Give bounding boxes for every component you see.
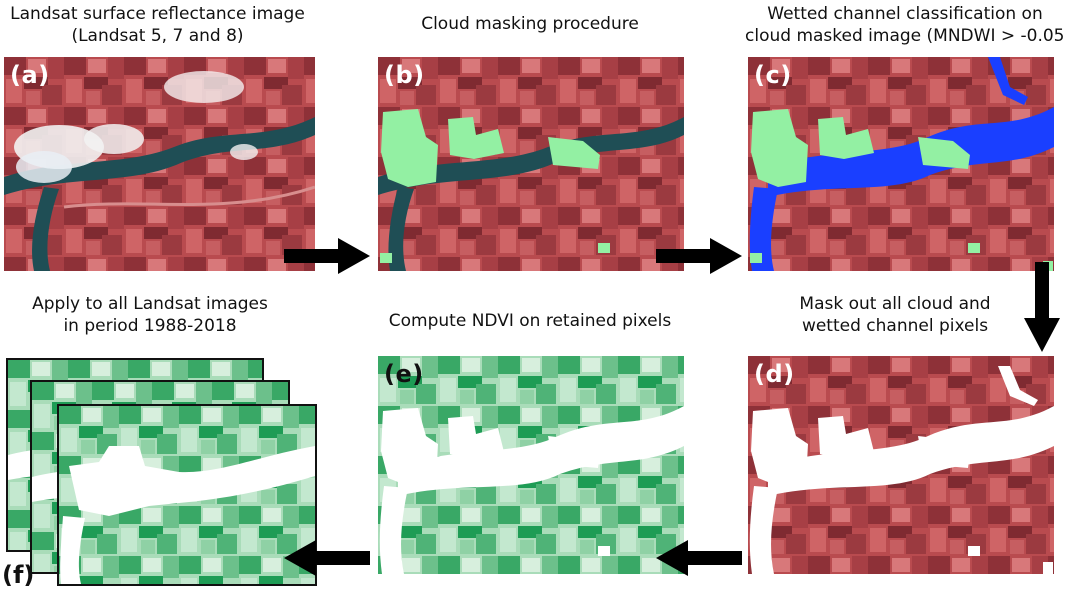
panel-d-masked-image: (d) — [748, 356, 1054, 574]
caption-b-line-1: Cloud masking procedure — [421, 14, 639, 34]
panel-label-f: (f) — [2, 561, 35, 589]
caption-b: Cloud masking procedure — [375, 13, 685, 35]
panel-b-cloud-mask: (b) — [378, 57, 684, 271]
caption-e-line-1: Compute NDVI on retained pixels — [388, 311, 672, 331]
panel-label-c: (c) — [754, 61, 792, 89]
caption-f-line-2: in period 1988-2018 — [63, 316, 237, 336]
panel-a-landsat-image: (a) — [4, 57, 315, 271]
panel-e-ndvi: (e) — [378, 356, 684, 574]
caption-d-line-1: Mask out all cloud and — [799, 294, 991, 314]
panel-f-stack-front — [57, 404, 317, 586]
panel-c-water-classification: (c) — [748, 57, 1054, 271]
arrow-e-to-f — [284, 540, 370, 576]
caption-a: Landsat surface reflectance image (Lands… — [0, 3, 315, 47]
caption-c: Wetted channel classification on cloud m… — [745, 3, 1065, 47]
caption-a-line-2: (Landsat 5, 7 and 8) — [71, 26, 244, 46]
arrow-d-to-e — [656, 540, 742, 576]
caption-f: Apply to all Landsat images in period 19… — [10, 293, 290, 337]
panel-label-b: (b) — [384, 61, 425, 89]
caption-c-line-2: cloud masked image (MNDWI > -0.05) — [745, 26, 1065, 46]
panel-label-d: (d) — [754, 360, 795, 388]
caption-e: Compute NDVI on retained pixels — [375, 310, 685, 332]
arrow-c-to-d — [1024, 262, 1060, 352]
arrow-a-to-b — [284, 238, 370, 274]
panel-label-e: (e) — [384, 360, 424, 388]
arrow-b-to-c — [656, 238, 742, 274]
caption-c-line-1: Wetted channel classification on — [767, 4, 1043, 24]
caption-d: Mask out all cloud and wetted channel pi… — [775, 293, 1015, 337]
caption-a-line-1: Landsat surface reflectance image — [10, 4, 305, 24]
caption-f-line-1: Apply to all Landsat images — [32, 294, 268, 314]
panel-label-a: (a) — [10, 61, 50, 89]
caption-d-line-2: wetted channel pixels — [801, 316, 989, 336]
